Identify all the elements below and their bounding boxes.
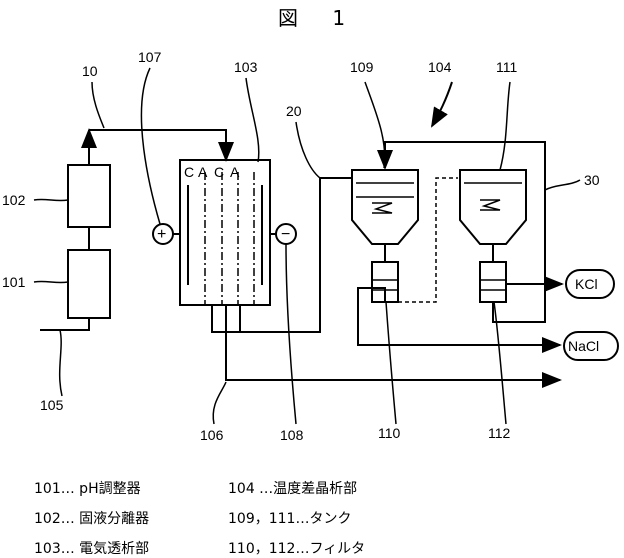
leader-112 xyxy=(494,302,506,424)
kcl-label: KCl xyxy=(575,276,598,292)
leader-20 xyxy=(296,122,320,178)
legend-110-112: 110，112…フィルタ xyxy=(228,538,365,558)
tank-109 xyxy=(352,170,418,244)
legend-num: 101 xyxy=(34,481,61,497)
tank-111 xyxy=(460,170,526,244)
minus-sign: − xyxy=(281,226,290,243)
label-104-arrow xyxy=(432,82,452,126)
leader-105 xyxy=(60,330,62,396)
line-106-dilute xyxy=(226,305,560,380)
legend-109-111: 109，111…タンク xyxy=(228,508,351,528)
leader-108 xyxy=(286,244,296,424)
label-108: 108 xyxy=(280,427,304,443)
legend-num: 110，112 xyxy=(228,541,295,557)
label-102: 102 xyxy=(2,192,26,208)
tank-109-coil xyxy=(372,203,392,213)
ph-adjuster-box xyxy=(68,250,110,318)
legend-101: 101… pH調整器 xyxy=(34,478,141,498)
label-111: 111 xyxy=(496,59,517,75)
solid-liquid-separator-box xyxy=(68,165,110,227)
cell-label-a2: A xyxy=(230,164,240,180)
legend-num: 103 xyxy=(34,541,61,557)
legend-102: 102… 固液分離器 xyxy=(34,508,149,528)
cell-label-c1: C xyxy=(184,164,194,180)
legend-num: 109，111 xyxy=(228,511,295,527)
label-10: 10 xyxy=(82,63,98,79)
leader-102 xyxy=(34,199,68,200)
cell-label-c2: C xyxy=(214,164,224,180)
nacl-label: NaCl xyxy=(568,338,599,354)
label-109: 109 xyxy=(350,59,374,75)
plus-sign: + xyxy=(157,226,166,243)
leader-107 xyxy=(141,68,160,224)
cell-label-a1: A xyxy=(198,164,208,180)
legend-text: …フィルタ xyxy=(295,541,365,557)
process-diagram: 10 107 103 20 109 104 111 102 101 30 105… xyxy=(0,0,624,470)
line-20-concentrate xyxy=(212,178,352,332)
line-105-inflow xyxy=(40,318,89,330)
tank-111-coil xyxy=(480,200,500,210)
leader-101 xyxy=(34,281,68,282)
leader-109 xyxy=(365,82,385,168)
line-10-feed xyxy=(89,130,226,160)
leader-110 xyxy=(386,302,396,424)
label-107: 107 xyxy=(138,49,162,65)
label-105: 105 xyxy=(40,397,64,413)
label-20: 20 xyxy=(286,103,302,119)
label-101: 101 xyxy=(2,274,26,290)
leader-111 xyxy=(500,82,510,170)
electrodialysis-cell xyxy=(180,160,270,305)
legend-text: …温度差晶析部 xyxy=(255,481,357,497)
leader-10 xyxy=(92,82,104,128)
legend-num: 102 xyxy=(34,511,61,527)
legend-103: 103… 電気透析部 xyxy=(34,538,149,558)
legend-104: 104 …温度差晶析部 xyxy=(228,478,357,498)
label-106: 106 xyxy=(200,427,224,443)
legend-num: 104 xyxy=(228,481,255,497)
leader-106 xyxy=(213,382,226,424)
legend-text: … pH調整器 xyxy=(61,481,141,497)
label-112: 112 xyxy=(488,425,511,441)
label-30: 30 xyxy=(584,172,600,188)
label-110: 110 xyxy=(378,425,401,441)
label-103: 103 xyxy=(234,59,258,75)
legend-text: … 固液分離器 xyxy=(61,511,149,527)
legend-text: …タンク xyxy=(295,511,351,527)
legend-text: … 電気透析部 xyxy=(61,541,149,557)
filter-112 xyxy=(480,262,506,302)
leader-103 xyxy=(246,78,259,162)
leader-30 xyxy=(545,180,580,190)
label-104: 104 xyxy=(428,59,452,75)
